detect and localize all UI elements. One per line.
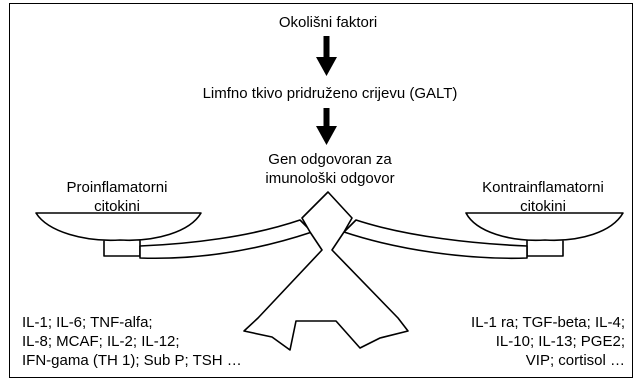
left-list-line1: IL-1; IL-6; TNF-alfa; xyxy=(22,314,153,331)
right-pan-title-line1: Kontrainflamatorni xyxy=(482,179,604,196)
right-pan-title-line2: citokini xyxy=(520,198,566,215)
left-pan-title-line1: Proinflamatorni xyxy=(66,179,168,196)
left-list-line3: IFN-gama (TH 1); Sub P; TSH … xyxy=(22,352,242,369)
arrow-down-2 xyxy=(316,108,337,145)
middle-label: Limfno tkivo pridruženo crijevu (GALT) xyxy=(202,85,458,102)
left-list-line2: IL-8; MCAF; IL-2; IL-12; xyxy=(22,333,180,350)
right-list-line3: VIP; cortisol … xyxy=(525,352,625,369)
diagram-frame xyxy=(9,3,633,378)
gene-label-line1: Gen odgovoran za xyxy=(268,151,392,168)
left-pan-title-line2: citokini xyxy=(94,198,140,215)
right-list-line2: IL-10; IL-13; PGE2; xyxy=(495,333,625,350)
scale-stand xyxy=(243,191,409,351)
right-list-line1: IL-1 ra; TGF-beta; IL-4; xyxy=(471,314,625,331)
arrow-down-1 xyxy=(316,36,337,76)
gene-label-line2: imunološki odgovor xyxy=(265,170,395,187)
top-label: Okolišni faktori xyxy=(278,14,378,31)
